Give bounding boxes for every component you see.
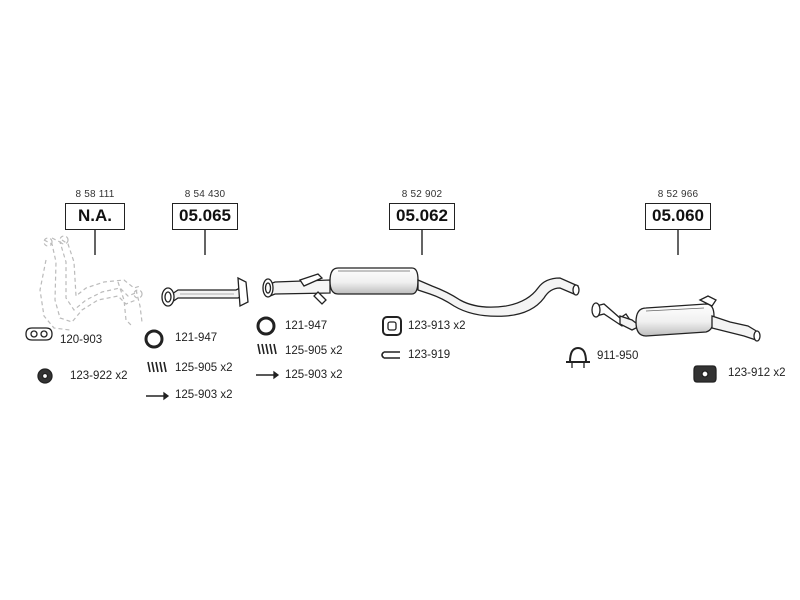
clamp-icon bbox=[566, 346, 590, 368]
seal-ring-icon bbox=[256, 316, 276, 336]
seal-ring-icon bbox=[144, 329, 164, 349]
fitting-label-bolt: 125-903 x2 bbox=[175, 389, 233, 401]
ref-number-intermediate-pipe: 8 54 430 bbox=[184, 189, 226, 200]
clip-icon bbox=[381, 351, 400, 359]
hanger-bracket-icon bbox=[382, 316, 402, 336]
bolt-icon bbox=[146, 391, 170, 401]
fitting-label-seal-ring: 121-947 bbox=[285, 320, 328, 332]
intermediate-pipe-drawing bbox=[161, 276, 249, 308]
fitting-label-rubber-mount: 123-922 x2 bbox=[70, 370, 128, 382]
fitting-label-rubber-mount: 123-912 x2 bbox=[728, 367, 786, 379]
fitting-label-spring: 125-905 x2 bbox=[175, 362, 233, 374]
fitting-label-hanger-bracket: 123-913 x2 bbox=[408, 320, 466, 332]
fitting-label-clamp: 911-950 bbox=[597, 350, 639, 362]
fitting-label-seal-ring: 121-947 bbox=[175, 332, 218, 344]
part-number-box-rear-silencer[interactable]: 05.060 bbox=[645, 203, 711, 230]
ref-number-front-pipe: 8 58 111 bbox=[75, 189, 115, 200]
rear-silencer-drawing bbox=[591, 295, 761, 342]
front-pipe-ghost bbox=[39, 235, 143, 331]
middle-silencer-drawing bbox=[262, 267, 580, 317]
ref-number-rear-silencer: 8 52 966 bbox=[657, 189, 699, 200]
part-number-box-intermediate-pipe[interactable]: 05.065 bbox=[172, 203, 238, 230]
rubber-mount-icon bbox=[37, 368, 53, 384]
fitting-label-clip: 123-919 bbox=[408, 349, 451, 361]
part-number-box-front-pipe[interactable]: N.A. bbox=[65, 203, 125, 230]
spring-icon bbox=[257, 343, 277, 355]
gasket-icon bbox=[25, 327, 53, 341]
ref-number-middle-silencer: 8 52 902 bbox=[401, 189, 443, 200]
fitting-label-spring: 125-905 x2 bbox=[285, 345, 343, 357]
fitting-label-gasket: 120-903 bbox=[60, 334, 103, 346]
fitting-label-bolt: 125-903 x2 bbox=[285, 369, 343, 381]
bolt-icon bbox=[256, 370, 280, 380]
rubber-mount-icon bbox=[693, 365, 717, 383]
part-number-box-middle-silencer[interactable]: 05.062 bbox=[389, 203, 455, 230]
spring-icon bbox=[147, 361, 167, 373]
